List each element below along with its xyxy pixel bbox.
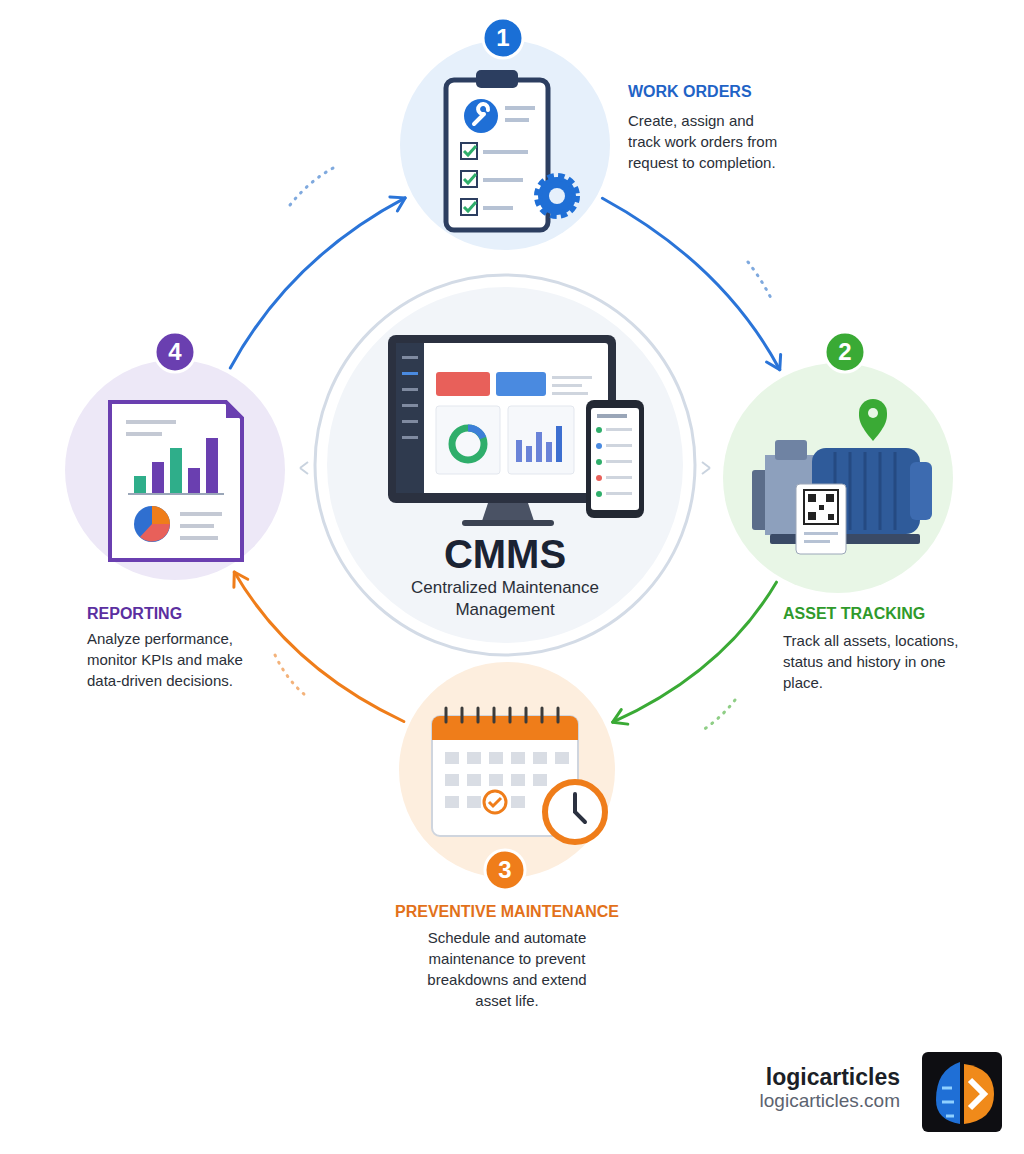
step-description: Analyze performance, monitor KPIs and ma…: [87, 628, 259, 691]
circle-outline: [823, 330, 867, 374]
cycle-arrow: [602, 198, 780, 369]
clipboard-icon: [446, 70, 576, 230]
step-description: Track all assets, locations, status and …: [783, 630, 969, 693]
step-description: Create, assign and track work orders fro…: [628, 110, 780, 173]
brand-url: logicarticles.com: [760, 1090, 900, 1112]
step-number: 1: [481, 16, 525, 60]
step-heading: ASSET TRACKING: [783, 604, 983, 624]
ring-hints: [300, 462, 710, 474]
hub-subtitle: Centralized Maintenance Management: [395, 577, 615, 621]
monitor-illustration: [388, 335, 616, 526]
step-heading: WORK ORDERS: [628, 82, 828, 102]
step-number: 2: [823, 330, 867, 374]
step-number: 3: [483, 848, 527, 892]
hub-title: CMMS: [313, 531, 697, 577]
callout-number: 2: [823, 339, 867, 365]
circle-outline: [399, 662, 615, 878]
brand-name: logicarticles: [766, 1064, 900, 1091]
circle-outline: [65, 360, 285, 580]
phone-illustration: [586, 400, 644, 518]
step-number: 4: [153, 330, 197, 374]
circle-outline: [153, 330, 197, 374]
step-heading: REPORTING: [87, 604, 287, 624]
pump-icon: [752, 399, 932, 554]
step-heading: PREVENTIVE MAINTENANCE: [299, 902, 715, 922]
calendar-icon: [432, 708, 605, 842]
dotted-tails: [275, 167, 773, 730]
callout-number: 1: [481, 25, 525, 51]
report-icon: [110, 402, 242, 560]
circle-outline: [313, 273, 697, 657]
callout-number: 4: [153, 339, 197, 365]
circle-outline: [723, 363, 953, 593]
circle-outline: [481, 16, 525, 60]
process-circle: ASSET TRACKINGTrack all assets, location…: [723, 363, 953, 593]
cycle-arrow: [230, 197, 405, 368]
process-circle: REPORTINGAnalyze performance, monitor KP…: [65, 360, 285, 580]
cycle-arrow: [234, 572, 404, 721]
circle-outline: [400, 40, 610, 250]
cycle-arrow: [613, 582, 777, 724]
hub-circle: CMMSCentralized Maintenance Management: [313, 273, 697, 657]
circle-outline: [483, 848, 527, 892]
step-description: Schedule and automate maintenance to pre…: [413, 927, 601, 1011]
process-circle: PREVENTIVE MAINTENANCESchedule and autom…: [399, 662, 615, 878]
process-circle: WORK ORDERSCreate, assign and track work…: [400, 40, 610, 250]
callout-number: 3: [483, 857, 527, 883]
logo-icon: [922, 1052, 1002, 1132]
